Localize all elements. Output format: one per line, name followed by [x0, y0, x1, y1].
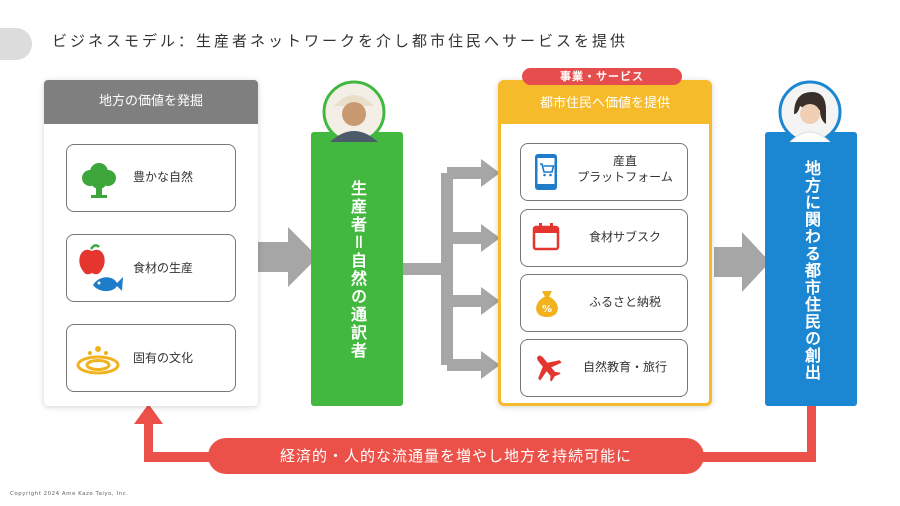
service-hometown-tax: % ふるさと納税	[520, 274, 688, 332]
city-residents-label: 地方に関わる都市住民の創出	[802, 160, 821, 381]
apple-fish-icon	[79, 244, 123, 292]
tree-icon	[82, 163, 116, 198]
item-rich-nature: 豊かな自然	[66, 144, 236, 212]
producer-avatar	[322, 80, 386, 144]
svg-text:%: %	[542, 304, 552, 315]
item-unique-culture: 固有の文化	[66, 324, 236, 392]
money-bag-icon: %	[536, 291, 558, 317]
service-label: 食材サブスク	[588, 230, 661, 244]
service-label: 自然教育・旅行	[582, 360, 667, 374]
airplane-icon	[537, 355, 562, 382]
arrow-to-city	[714, 232, 770, 292]
service-label: 産直 プラットフォーム	[577, 154, 673, 184]
services-badge: 事業・サービス	[522, 68, 682, 85]
service-direct-platform: 産直 プラットフォーム	[520, 143, 688, 201]
producer-box: 生産者＝自然の通訳者	[311, 132, 403, 406]
item-label: 豊かな自然	[133, 170, 194, 184]
item-label: 固有の文化	[133, 351, 194, 365]
producer-label: 生産者＝自然の通訳者	[348, 180, 367, 360]
service-nature-education-travel: 自然教育・旅行	[520, 339, 688, 397]
service-food-subscription: 食材サブスク	[520, 209, 688, 267]
service-label: ふるさと納税	[588, 295, 661, 309]
services-panel-header: 都市住民へ価値を提供	[500, 82, 710, 124]
feedback-loop	[134, 404, 816, 462]
ripple-icon	[76, 346, 120, 375]
discovery-panel-header: 地方の価値を発掘	[44, 80, 258, 124]
city-residents-box: 地方に関わる都市住民の創出	[765, 132, 857, 406]
services-panel: 都市住民へ価値を提供 産直 プラットフォーム 食材サブスク % ふるさと納税	[498, 80, 712, 406]
title-accent-tab	[0, 28, 32, 60]
item-food-production: 食材の生産	[66, 234, 236, 302]
discovery-panel: 地方の価値を発掘 豊かな自然 食材の生産 固有の文化	[44, 80, 258, 406]
arrow-to-producer	[258, 227, 318, 287]
branch-arrows	[403, 159, 500, 379]
city-resident-avatar	[778, 80, 842, 144]
calendar-icon	[532, 223, 560, 251]
feedback-banner: 経済的・人的な流通量を増やし地方を持続可能に	[208, 438, 704, 474]
page-title: ビジネスモデル：生産者ネットワークを介し都市住民へサービスを提供	[52, 32, 629, 50]
smartphone-cart-icon	[535, 154, 557, 190]
item-label: 食材の生産	[133, 261, 194, 275]
copyright-text: Copyright 2024 Ame Kaze Taiyo, Inc.	[10, 491, 129, 497]
